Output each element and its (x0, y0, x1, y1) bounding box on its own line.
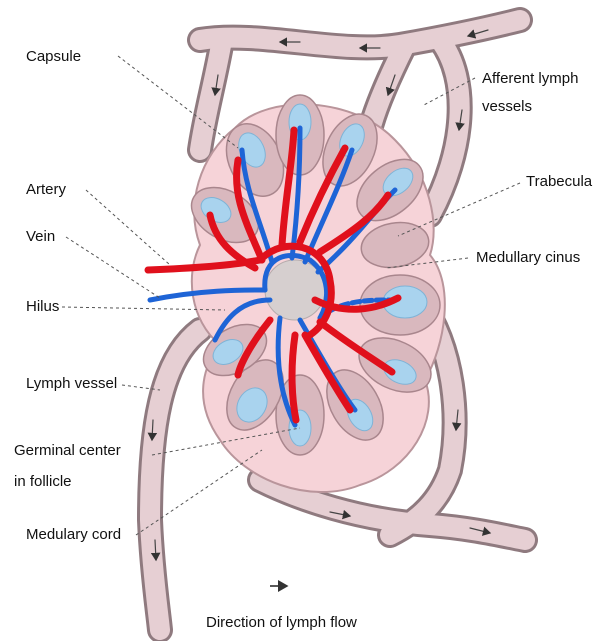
label-vein: Vein (26, 227, 55, 247)
label-hilus: Hilus (26, 297, 59, 317)
label-afferent-lymph-line2: vessels (482, 97, 532, 117)
label-medullary-sinus: Medullary cinus (476, 248, 580, 268)
label-capsule: Capsule (26, 47, 81, 67)
label-germinal-center-line2: in follicle (14, 472, 72, 492)
label-direction-of-lymph-flow: Direction of lymph flow (206, 613, 357, 633)
label-lymph-vessel: Lymph vessel (26, 374, 117, 394)
label-trabecula: Trabecula (526, 172, 592, 192)
label-artery: Artery (26, 180, 66, 200)
label-germinal-center-line1: Germinal center (14, 441, 121, 461)
label-medullary-cord: Medulary cord (26, 525, 121, 545)
label-afferent-lymph-line1: Afferent lymph (482, 69, 578, 89)
